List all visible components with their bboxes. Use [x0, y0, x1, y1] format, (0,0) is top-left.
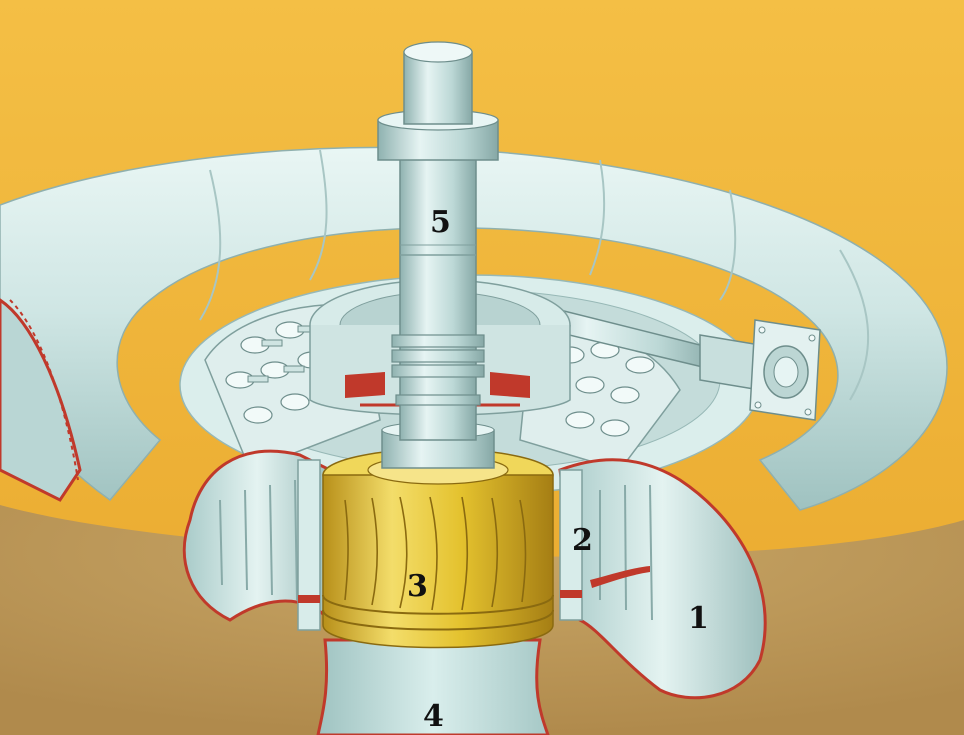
- label-stay-vanes: 2: [572, 523, 593, 558]
- label-runner: 3: [407, 569, 428, 604]
- runner: [323, 449, 553, 648]
- label-spiral-casing: 1: [688, 601, 709, 636]
- label-shaft: 5: [430, 205, 451, 240]
- label-draft-tube: 4: [423, 699, 444, 734]
